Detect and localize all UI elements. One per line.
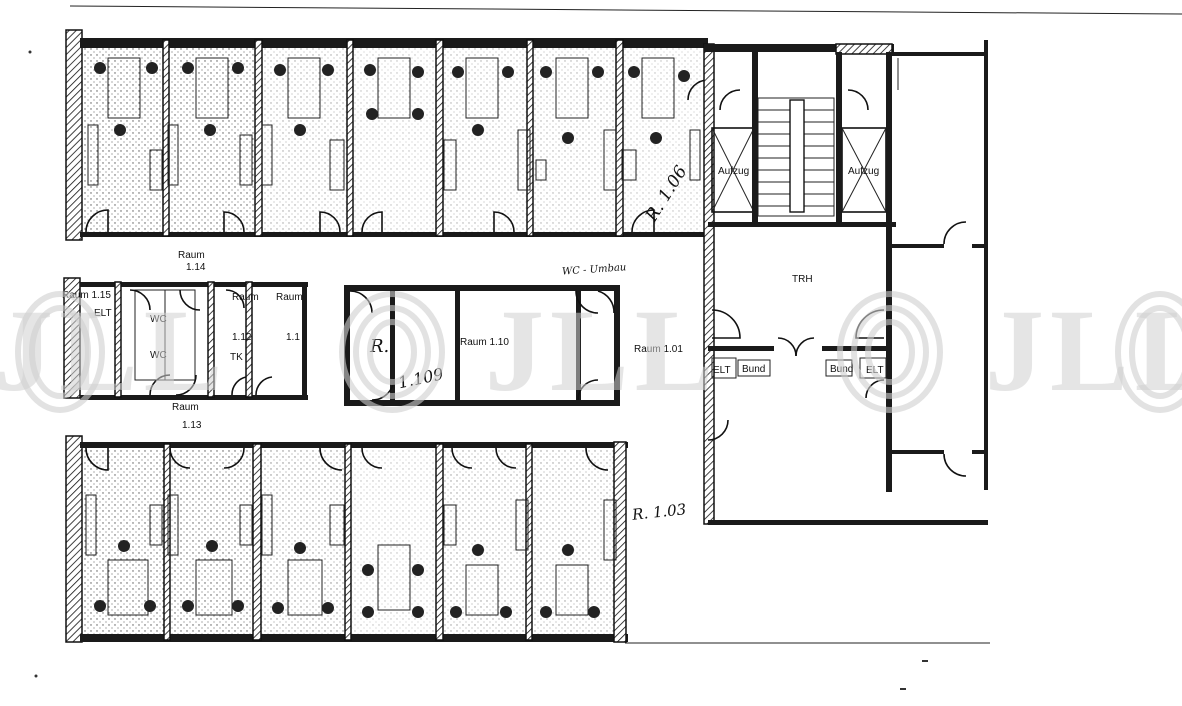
scan-specks <box>28 50 928 690</box>
room-labels: Raum 1.14 Raum 1.15 ELT WC WC Raum 1.12 … <box>62 166 884 431</box>
tk-label: TK <box>230 352 243 363</box>
raum-11-label-1: Raum <box>276 292 303 303</box>
top-partitions <box>162 39 624 237</box>
watermark-text-center: JLL <box>485 285 719 416</box>
handwritten-note: WC - Umbau <box>562 262 627 277</box>
elt-left-label: ELT <box>94 308 112 319</box>
raum-113-label-1: Raum <box>172 402 199 413</box>
bottom-partitions <box>163 443 533 641</box>
raum-112-label-2: 1.12 <box>232 332 252 343</box>
top-office-row <box>65 29 709 241</box>
wc-b-label: WC <box>150 350 167 361</box>
top-chairs <box>94 62 690 144</box>
watermark-rings-left <box>339 291 445 413</box>
jll-watermark: JLL JLL JLL <box>0 285 1182 416</box>
core <box>703 43 988 525</box>
center-rooms <box>344 285 620 406</box>
bottom-furniture <box>85 494 617 616</box>
aufzug-2-label: Aufzug <box>848 166 879 177</box>
aufzug-1-label: Aufzug <box>718 166 749 177</box>
handwritten-r103: R. 1.03 <box>630 500 687 524</box>
watermark-rings-far-left <box>15 291 105 413</box>
raum-115-label: Raum 1.15 <box>62 290 111 301</box>
raum-114-label-1: Raum <box>178 250 205 261</box>
raum-101-label: Raum 1.01 <box>634 344 683 355</box>
raum-11-label-2: 1.1 <box>286 332 300 343</box>
right-wing <box>892 40 988 490</box>
elt-core-1-label: ELT <box>713 365 731 376</box>
top-furniture <box>87 57 701 191</box>
trh-label: TRH <box>792 274 813 285</box>
raum-113-label-2: 1.13 <box>182 420 202 431</box>
sheet-border-top <box>69 5 1182 15</box>
raum-110-label: Raum 1.10 <box>460 337 509 348</box>
bund-1-label: Bund <box>742 364 765 375</box>
watermark-rings-right <box>1115 291 1182 413</box>
raum-114-label-2: 1.14 <box>186 262 206 273</box>
bottom-chairs <box>94 540 600 618</box>
wc-a-label: WC <box>150 314 167 325</box>
bottom-office-row <box>65 435 628 643</box>
raum-112-label-1: Raum <box>232 292 259 303</box>
watermark-rings-center <box>837 291 943 413</box>
wc-block <box>80 281 308 400</box>
